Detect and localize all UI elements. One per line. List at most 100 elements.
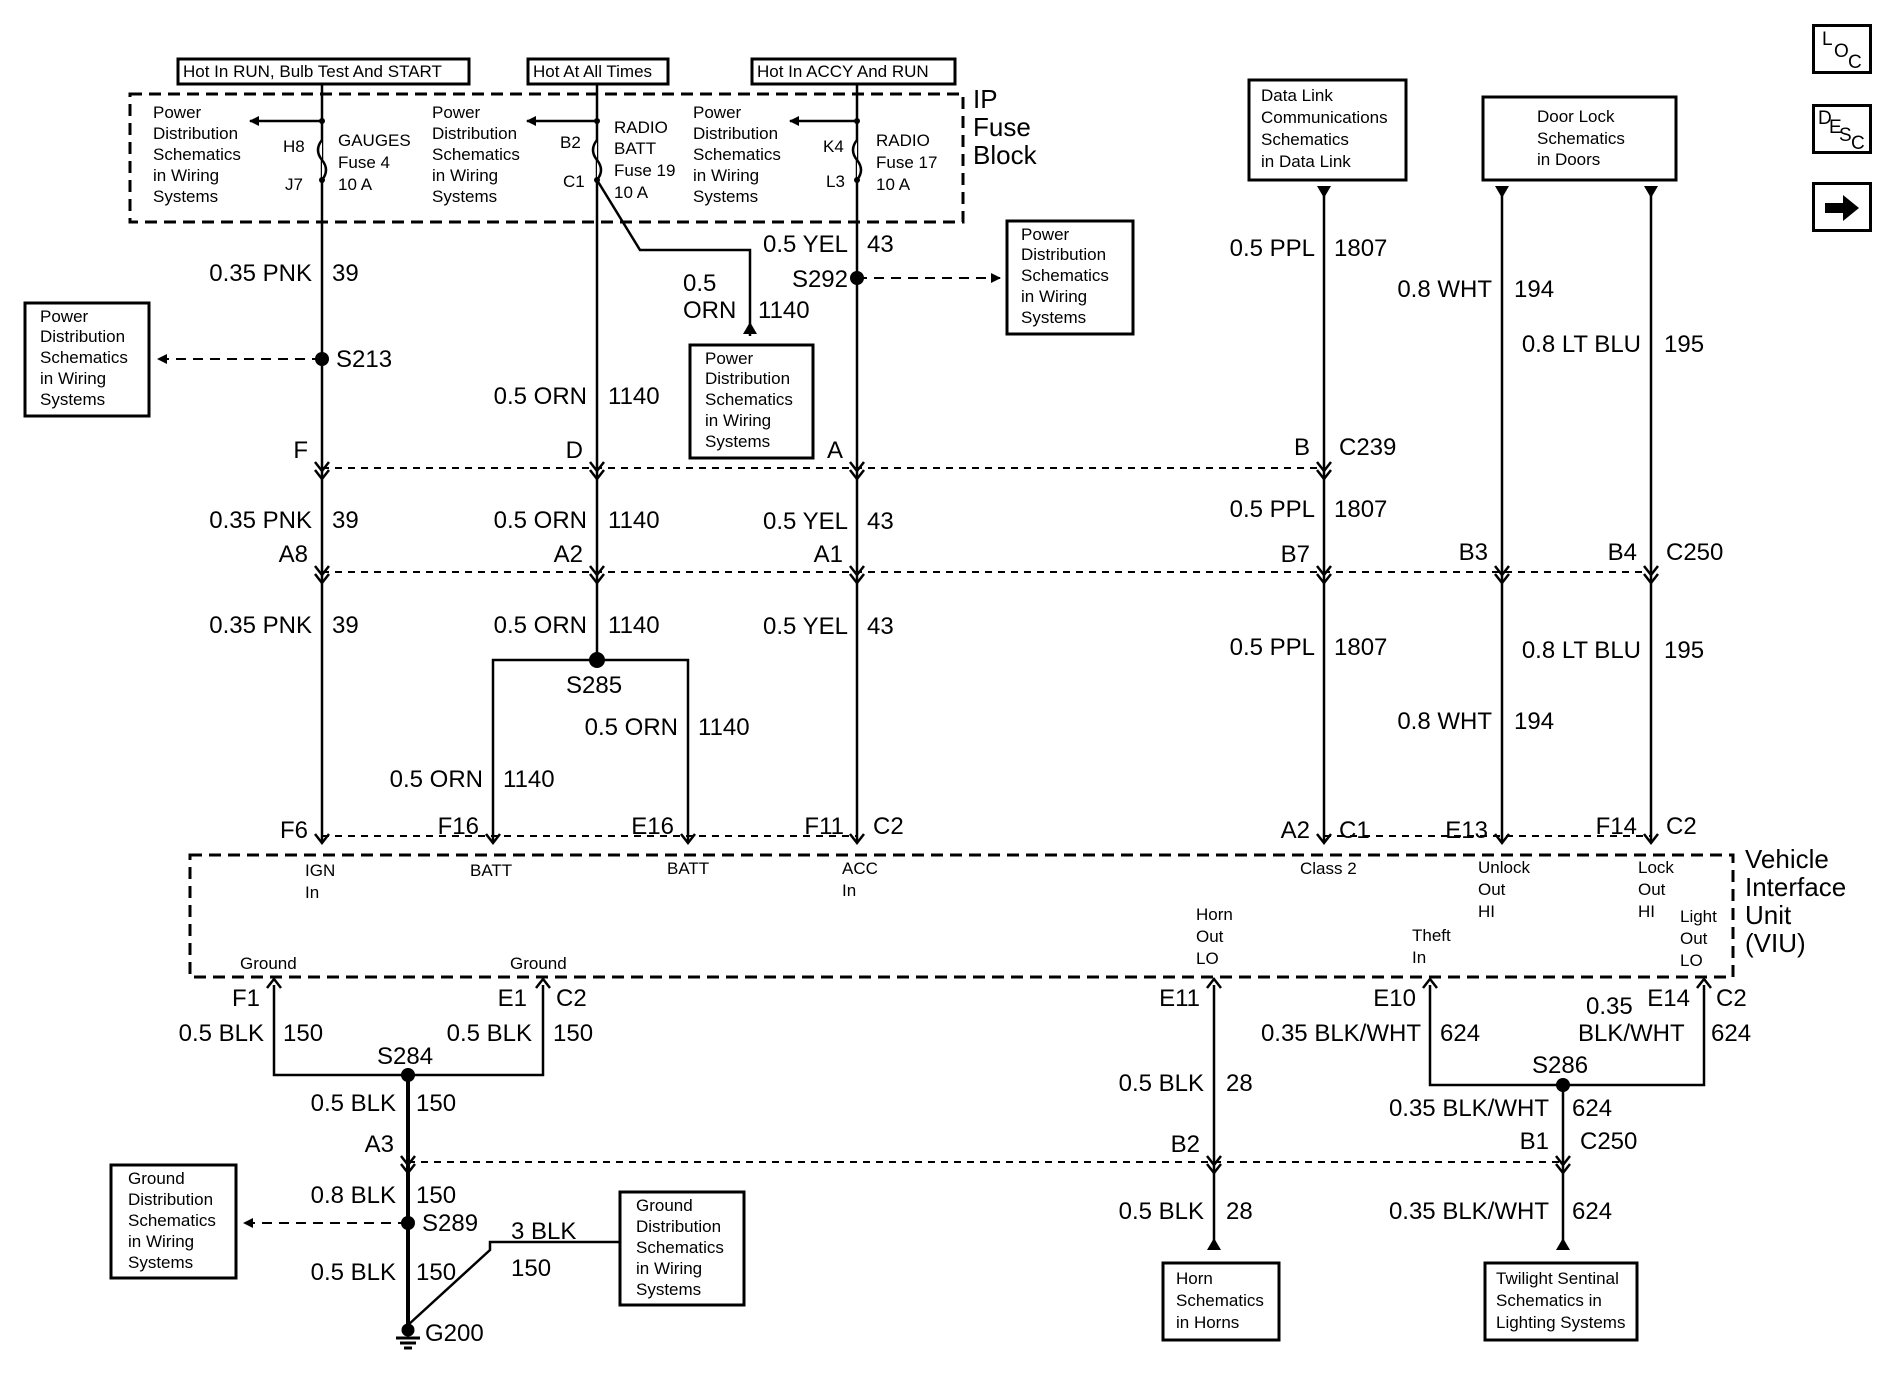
svg-text:GAUGES: GAUGES (338, 131, 411, 150)
svg-text:150: 150 (553, 1020, 593, 1047)
svg-text:1140: 1140 (503, 766, 555, 793)
svg-text:0.8 LT BLU: 0.8 LT BLU (1522, 331, 1641, 358)
svg-text:624: 624 (1572, 1198, 1612, 1225)
svg-text:Schematics: Schematics (693, 145, 781, 164)
svg-text:150: 150 (511, 1255, 551, 1282)
ip-fuse-block-outline (128, 92, 965, 224)
fuse-17-labels: K4 L3 RADIO Fuse 17 10 A (823, 131, 937, 194)
description-view-button[interactable]: D E S C (1812, 104, 1872, 154)
svg-text:(VIU): (VIU) (1745, 928, 1806, 958)
svg-text:Schematics in: Schematics in (1496, 1291, 1602, 1310)
svg-text:Distribution: Distribution (40, 327, 125, 346)
svg-text:Out: Out (1478, 880, 1506, 899)
svg-text:Power: Power (40, 307, 89, 326)
fuse-block-label-1: IP (973, 84, 998, 114)
svg-text:BATT: BATT (667, 859, 709, 878)
svg-text:Systems: Systems (40, 390, 105, 409)
svg-text:Systems: Systems (693, 187, 758, 206)
svg-text:H8: H8 (283, 137, 305, 156)
svg-text:B1: B1 (1520, 1128, 1549, 1155)
svg-text:F6: F6 (280, 817, 308, 844)
viu-title: Vehicle Interface Unit (VIU) (1745, 844, 1846, 958)
svg-text:0.5 BLK: 0.5 BLK (1119, 1070, 1204, 1097)
desc-letter-e: E (1829, 117, 1842, 138)
connector-chevrons (266, 461, 1712, 1176)
svg-text:Ground: Ground (636, 1196, 693, 1215)
connector-c250-bottom-labels: A3 B2 B1 C250 (365, 1128, 1638, 1158)
wire-orn-branch (595, 179, 752, 336)
svg-text:in Data Link: in Data Link (1261, 152, 1351, 171)
svg-text:E11: E11 (1159, 985, 1200, 1012)
svg-text:E1: E1 (498, 985, 527, 1012)
svg-text:In: In (1412, 948, 1426, 967)
svg-text:Lock: Lock (1638, 858, 1674, 877)
next-page-button[interactable] (1812, 182, 1872, 232)
splice-s285-dot (589, 652, 605, 668)
viu-pin-labels: IGN In BATT BATT ACC In Class 2 Unlock O… (240, 858, 1717, 973)
svg-text:E10: E10 (1373, 985, 1416, 1012)
svg-text:0.5 PPL: 0.5 PPL (1230, 235, 1315, 262)
svg-text:43: 43 (867, 508, 894, 535)
fuse-19-labels: B2 C1 RADIO BATT Fuse 19 10 A (560, 118, 675, 202)
svg-text:A: A (827, 437, 843, 464)
svg-text:Twilight Sentinal: Twilight Sentinal (1496, 1269, 1619, 1288)
data-link-box-text: Data Link Communications Schematics in D… (1261, 86, 1388, 171)
svg-text:150: 150 (416, 1090, 456, 1117)
pd-text-fuse19: Power Distribution Schematics in Wiring … (432, 103, 520, 206)
svg-text:in Wiring: in Wiring (432, 166, 498, 185)
svg-text:S285: S285 (566, 672, 622, 699)
svg-text:IGN: IGN (305, 861, 335, 880)
svg-text:Systems: Systems (432, 187, 497, 206)
svg-text:0.35 PNK: 0.35 PNK (209, 260, 312, 287)
svg-text:10 A: 10 A (614, 183, 649, 202)
svg-text:F14: F14 (1596, 813, 1637, 840)
svg-text:Vehicle: Vehicle (1745, 844, 1829, 874)
connector-c2-bottom-labels: F1 E1 C2 E11 E10 E14 C2 (232, 985, 1747, 1012)
svg-text:Distribution: Distribution (1021, 245, 1106, 264)
svg-text:Schematics: Schematics (153, 145, 241, 164)
svg-text:in Wiring: in Wiring (705, 411, 771, 430)
svg-text:Schematics: Schematics (636, 1238, 724, 1257)
svg-text:Out: Out (1680, 929, 1708, 948)
splice-s286-dot (1556, 1078, 1570, 1092)
splice-s292-dot (850, 271, 864, 285)
svg-text:195: 195 (1664, 637, 1704, 664)
svg-text:39: 39 (332, 612, 359, 639)
svg-text:Distribution: Distribution (128, 1190, 213, 1209)
gd-box-right (618, 1190, 746, 1307)
svg-text:F16: F16 (438, 813, 479, 840)
svg-text:B7: B7 (1281, 541, 1310, 568)
svg-text:1807: 1807 (1334, 496, 1387, 523)
svg-text:S284: S284 (377, 1043, 433, 1070)
pd-box-left (23, 301, 151, 418)
svg-text:Ground: Ground (128, 1169, 185, 1188)
svg-text:194: 194 (1514, 708, 1554, 735)
fuse-block-label-3: Block (973, 140, 1038, 170)
svg-text:in Wiring: in Wiring (1021, 287, 1087, 306)
connector-c250-top-labels: A8 A2 A1 B7 B3 B4 C250 (279, 539, 1724, 568)
svg-text:1807: 1807 (1334, 235, 1387, 262)
svg-text:3 BLK: 3 BLK (511, 1218, 576, 1245)
svg-text:Systems: Systems (705, 432, 770, 451)
svg-text:0.5 BLK: 0.5 BLK (179, 1020, 264, 1047)
svg-text:A2: A2 (554, 541, 583, 568)
svg-text:Distribution: Distribution (636, 1217, 721, 1236)
svg-text:Class 2: Class 2 (1300, 859, 1357, 878)
location-view-button[interactable]: L O C (1812, 24, 1872, 74)
svg-text:Power: Power (1021, 225, 1070, 244)
connector-c2-c1-labels: F6 F16 E16 F11 C2 A2 C1 E13 F14 C2 (280, 813, 1697, 844)
svg-text:C250: C250 (1580, 1128, 1637, 1155)
hot-run-header-box (176, 57, 471, 86)
wire-labels-upper: 0.35 PNK 39 0.5 YEL 43 0.5 ORN 1140 0.5 … (209, 231, 1704, 410)
svg-text:Power: Power (705, 349, 754, 368)
svg-text:C2: C2 (873, 813, 904, 840)
wire-labels-row3: 0.35 PNK 39 0.5 ORN 1140 0.5 YEL 43 0.5 … (209, 612, 1704, 793)
hot-accy-label: Hot In ACCY And RUN (757, 62, 929, 81)
svg-text:195: 195 (1664, 331, 1704, 358)
svg-text:Systems: Systems (636, 1280, 701, 1299)
svg-text:B4: B4 (1608, 539, 1637, 566)
svg-text:0.5 ORN: 0.5 ORN (494, 383, 587, 410)
ref-triangles (743, 186, 1658, 1250)
hot-all-label: Hot At All Times (533, 62, 652, 81)
